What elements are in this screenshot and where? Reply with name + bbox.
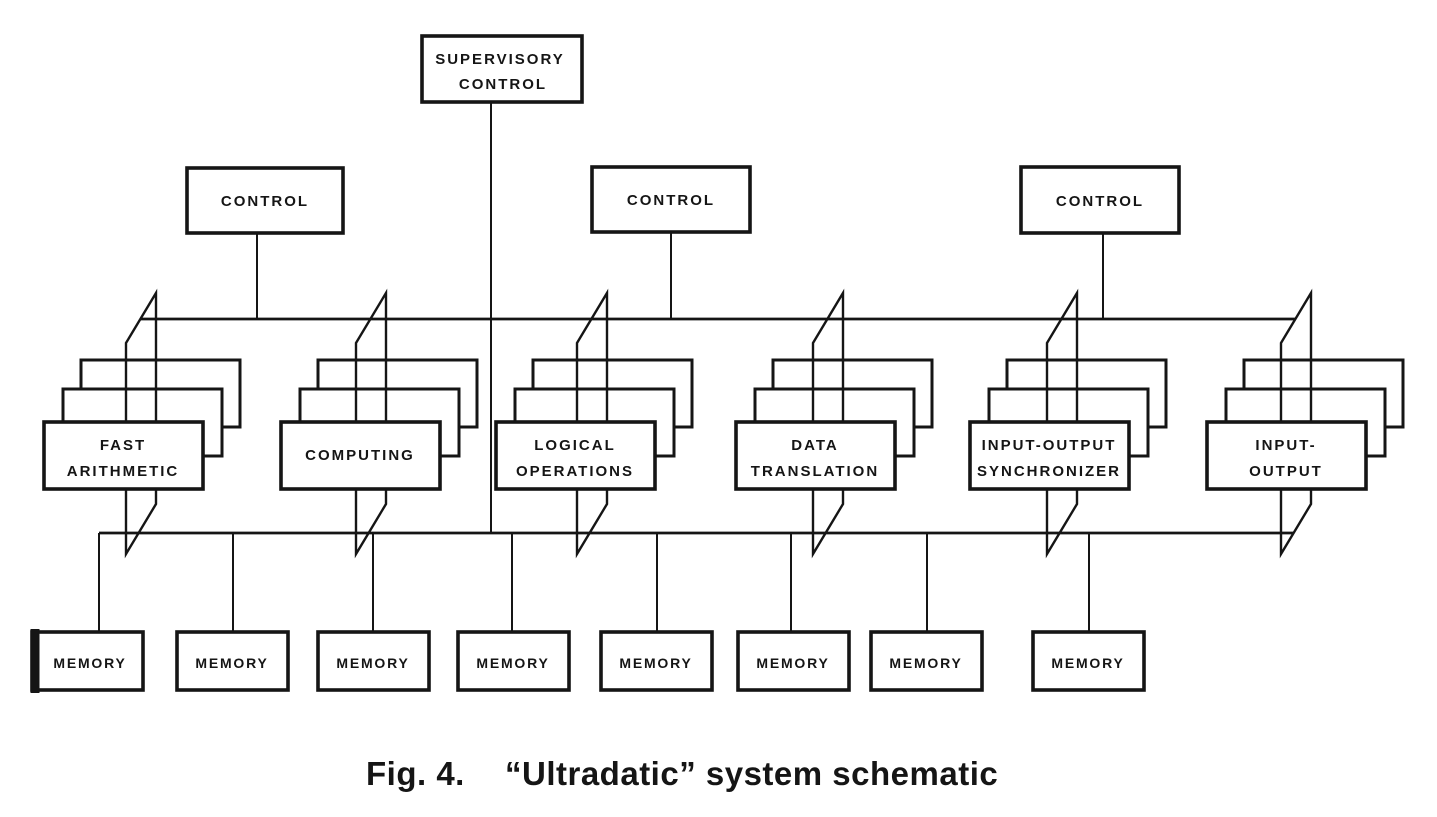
memory-box-1: MEMORY bbox=[30, 629, 145, 693]
memory-label: MEMORY bbox=[889, 655, 962, 671]
unit-stack-io-synchronizer: INPUT-OUTPUT SYNCHRONIZER bbox=[968, 288, 1168, 559]
memory-box bbox=[736, 630, 851, 692]
memory-box bbox=[175, 630, 290, 692]
supervisory-label-line1: SUPERVISORY bbox=[435, 51, 565, 68]
supervisory-control-box: SUPERVISORY CONTROL bbox=[420, 34, 584, 104]
unit-front-box bbox=[494, 420, 657, 491]
memory-label: MEMORY bbox=[619, 655, 692, 671]
memory-box bbox=[869, 630, 984, 692]
memory-box bbox=[599, 630, 714, 692]
unit-label-line1: LOGICAL bbox=[534, 437, 616, 454]
memory-box bbox=[316, 630, 431, 692]
unit-front-box bbox=[968, 420, 1131, 491]
unit-stack-data-translation: DATA TRANSLATION bbox=[734, 288, 934, 559]
supervisory-box bbox=[420, 34, 584, 104]
caption-fig-number: Fig. 4. bbox=[366, 755, 465, 792]
memory-box-2: MEMORY bbox=[175, 630, 290, 692]
control-label: CONTROL bbox=[1056, 193, 1144, 210]
memory-box-3: MEMORY bbox=[316, 630, 431, 692]
memory-box-8: MEMORY bbox=[1031, 630, 1146, 692]
control-box-2: CONTROL bbox=[590, 165, 752, 234]
unit-stack-fast-arithmetic: FAST ARITHMETIC bbox=[42, 288, 242, 559]
memory-label: MEMORY bbox=[1051, 655, 1124, 671]
control-box bbox=[185, 166, 345, 235]
memory-label: MEMORY bbox=[476, 655, 549, 671]
memory-box-4: MEMORY bbox=[456, 630, 571, 692]
memory-box bbox=[1031, 630, 1146, 692]
memory-box-6: MEMORY bbox=[736, 630, 851, 692]
unit-stack-computing: COMPUTING bbox=[279, 288, 479, 559]
unit-label-line2: OPERATIONS bbox=[516, 463, 634, 480]
control-box-1: CONTROL bbox=[185, 166, 345, 235]
unit-label-line2: SYNCHRONIZER bbox=[977, 463, 1121, 480]
caption-title: “Ultradatic” system schematic bbox=[505, 755, 998, 792]
control-box bbox=[1019, 165, 1181, 235]
unit-label-line2: TRANSLATION bbox=[751, 463, 879, 480]
memory-row: MEMORY MEMORY MEMORY MEMORY MEMORY MEMOR… bbox=[30, 629, 1146, 693]
memory-label: MEMORY bbox=[195, 655, 268, 671]
unit-label-line1: FAST bbox=[100, 437, 146, 454]
unit-label-line1: INPUT-OUTPUT bbox=[982, 437, 1117, 454]
unit-front-box bbox=[42, 420, 205, 491]
unit-label-line1: COMPUTING bbox=[305, 447, 415, 464]
memory-label: MEMORY bbox=[53, 655, 126, 671]
unit-label-line1: DATA bbox=[791, 437, 838, 454]
unit-label-line1: INPUT- bbox=[1255, 437, 1316, 454]
control-label: CONTROL bbox=[221, 193, 309, 210]
memory-label: MEMORY bbox=[756, 655, 829, 671]
unit-stack-logical-operations: LOGICAL OPERATIONS bbox=[494, 288, 694, 559]
memory-box-7: MEMORY bbox=[869, 630, 984, 692]
control-label: CONTROL bbox=[627, 192, 715, 209]
memory-box-5: MEMORY bbox=[599, 630, 714, 692]
memory-box bbox=[456, 630, 571, 692]
unit-stack-io: INPUT- OUTPUT bbox=[1205, 288, 1405, 559]
supervisory-label-line2: CONTROL bbox=[459, 76, 547, 93]
unit-label-line2: ARITHMETIC bbox=[67, 463, 180, 480]
memory-label: MEMORY bbox=[336, 655, 409, 671]
unit-front-box bbox=[1205, 420, 1368, 491]
figure-caption: Fig. 4. “Ultradatic” system schematic bbox=[366, 755, 998, 792]
unit-front-box bbox=[734, 420, 897, 491]
control-box bbox=[590, 165, 752, 234]
control-box-3: CONTROL bbox=[1019, 165, 1181, 235]
bus-lines bbox=[98, 100, 1295, 634]
unit-label-line2: OUTPUT bbox=[1249, 463, 1323, 480]
unit-front-box bbox=[279, 420, 442, 491]
